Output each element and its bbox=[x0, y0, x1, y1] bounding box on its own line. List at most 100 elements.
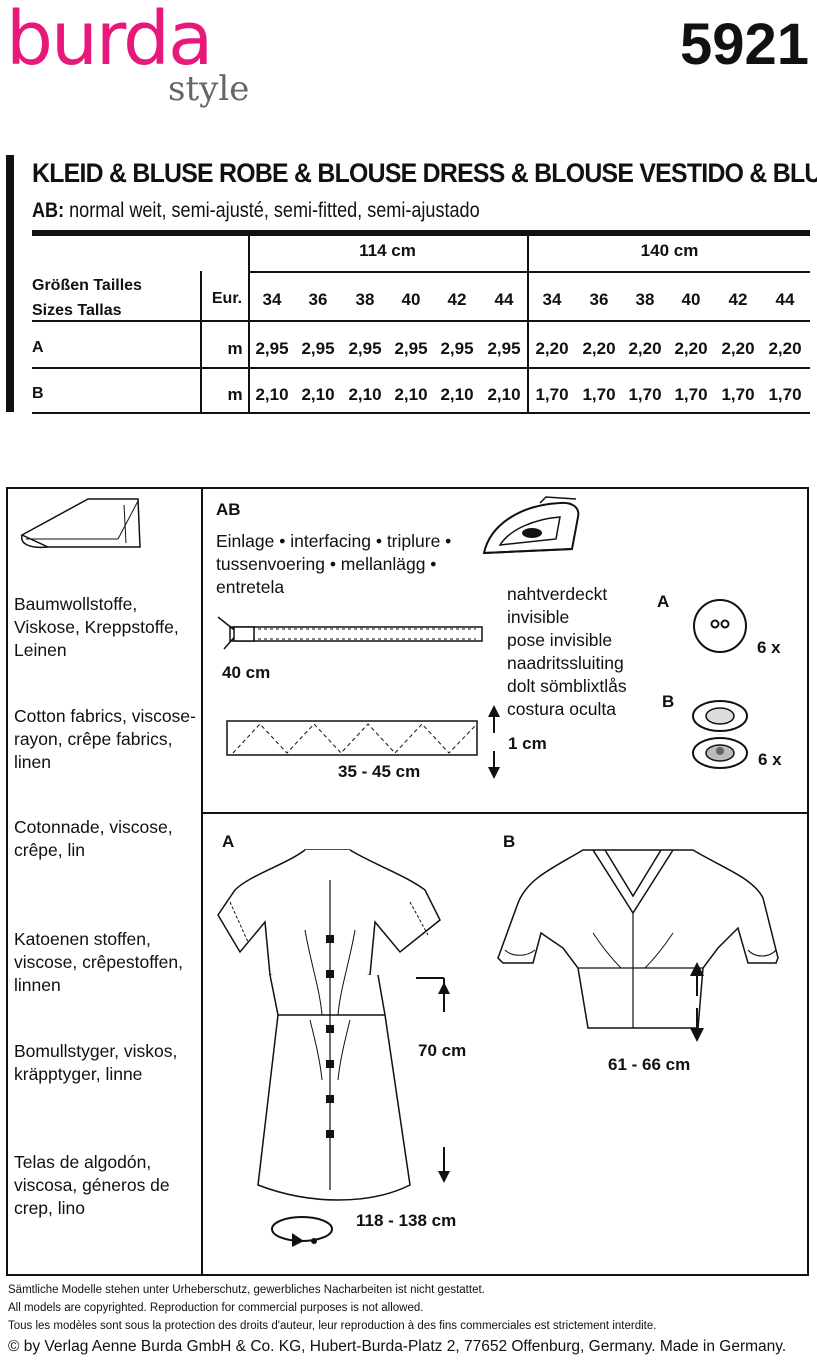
size-label-en-es: Sizes Tallas bbox=[32, 302, 122, 319]
view-a-hem-width: 118 - 138 cm bbox=[356, 1211, 457, 1230]
snap-fastener-icon bbox=[692, 700, 748, 769]
hem-width-icon bbox=[271, 1216, 333, 1247]
yardage-cell-a: 2,95 bbox=[487, 339, 521, 358]
yardage-cell-b: 1,70 bbox=[535, 385, 569, 404]
yardage-cell-a: 2,95 bbox=[440, 339, 474, 358]
blouse-sketch-view-b bbox=[497, 849, 779, 1029]
width-header-140: 140 cm bbox=[640, 241, 699, 260]
pattern-number: 5921 bbox=[680, 12, 810, 77]
copyright-de: Sämtliche Modelle stehen unter Urhebersc… bbox=[8, 1284, 485, 1296]
page-title: KLEID & BLUSE ROBE & BLOUSE DRESS & BLOU… bbox=[32, 158, 817, 188]
fabric-list-de: Baumwollstoffe, Viskose, Kreppstoffe, Le… bbox=[14, 594, 179, 660]
size-cell: 38 bbox=[355, 290, 375, 309]
length-bottom-arrow-icon bbox=[438, 1147, 450, 1183]
title-accent-bar bbox=[6, 155, 14, 412]
tape-length: 35 - 45 cm bbox=[338, 762, 421, 781]
unit-a: m bbox=[227, 339, 243, 358]
copyright-fr: Tous les modèles sont sous la protection… bbox=[8, 1320, 657, 1332]
interfacing-text: Einlage • interfacing • triplure • tusse… bbox=[216, 531, 452, 597]
yardage-cell-b: 1,70 bbox=[768, 385, 802, 404]
row-label-a: A bbox=[32, 339, 44, 356]
view-a-length: 70 cm bbox=[418, 1041, 467, 1060]
zipper-length: 40 cm bbox=[222, 663, 271, 682]
yardage-cell-b: 2,10 bbox=[440, 385, 474, 404]
tape-width: 1 cm bbox=[508, 734, 547, 753]
yardage-cell-b: 1,70 bbox=[582, 385, 616, 404]
yardage-cell-b: 2,10 bbox=[255, 385, 289, 404]
yardage-cell-a: 2,95 bbox=[301, 339, 335, 358]
size-cell: 44 bbox=[775, 290, 795, 309]
size-cell: 40 bbox=[401, 290, 421, 309]
size-cell: 44 bbox=[494, 290, 514, 309]
fabric-list-en: Cotton fabrics, viscose- rayon, crêpe fa… bbox=[14, 706, 196, 772]
brand-logo-sub: style bbox=[168, 69, 250, 109]
table-rule bbox=[32, 320, 810, 322]
yardage-cell-a: 2,20 bbox=[721, 339, 755, 358]
yardage-cell-a: 2,95 bbox=[394, 339, 428, 358]
size-cell: 42 bbox=[728, 290, 748, 309]
yardage-cell-a: 2,95 bbox=[255, 339, 289, 358]
table-rule bbox=[32, 412, 810, 414]
table-rule bbox=[32, 367, 810, 369]
fabric-list-nl: Katoenen stoffen, viscose, crêpestoffen,… bbox=[14, 929, 183, 995]
yardage-cell-a: 2,20 bbox=[628, 339, 662, 358]
size-cell: 34 bbox=[262, 290, 282, 309]
zipper-type: nahtverdeckt invisible pose invisible na… bbox=[507, 584, 627, 719]
size-cell: 36 bbox=[589, 290, 609, 309]
table-divider bbox=[200, 271, 202, 412]
unit-b: m bbox=[227, 385, 243, 404]
blouse-length-arrow-icon bbox=[690, 962, 704, 1042]
row-label-b: B bbox=[32, 385, 44, 402]
size-cell: 38 bbox=[635, 290, 655, 309]
yardage-cell-b: 1,70 bbox=[628, 385, 662, 404]
yardage-cell-b: 1,70 bbox=[721, 385, 755, 404]
stay-tape-icon bbox=[226, 720, 478, 756]
publisher-line: © by Verlag Aenne Burda GmbH & Co. KG, H… bbox=[8, 1338, 787, 1355]
tape-width-arrow-icon bbox=[488, 705, 500, 779]
panel-divider bbox=[202, 812, 808, 814]
yardage-cell-a: 2,20 bbox=[674, 339, 708, 358]
fit-label: AB: bbox=[32, 199, 65, 222]
eur-label: Eur. bbox=[211, 290, 243, 307]
table-top-rule bbox=[32, 230, 810, 236]
zipper-icon bbox=[217, 616, 483, 650]
fit-description: AB: normal weit, semi-ajusté, semi-fitte… bbox=[32, 199, 480, 223]
view-b-label: B bbox=[503, 832, 516, 851]
width-header-114: 114 cm bbox=[359, 241, 416, 260]
fit-text: normal weit, semi-ajusté, semi-fitted, s… bbox=[64, 199, 480, 222]
instructions-panel bbox=[6, 487, 809, 1276]
table-divider bbox=[527, 236, 529, 412]
buttons-quantity: 6 x bbox=[757, 638, 781, 657]
yardage-cell-b: 1,70 bbox=[674, 385, 708, 404]
yardage-cell-b: 2,10 bbox=[348, 385, 382, 404]
notion-view-a: A bbox=[657, 592, 670, 611]
size-cell: 34 bbox=[542, 290, 562, 309]
size-label-de-fr: Größen Tailles bbox=[32, 277, 142, 294]
table-divider bbox=[248, 236, 250, 412]
size-cell: 42 bbox=[447, 290, 467, 309]
notions-heading: AB bbox=[216, 500, 241, 519]
view-a-label: A bbox=[222, 832, 235, 851]
size-cell: 36 bbox=[308, 290, 328, 309]
brand-logo: burda bbox=[6, 0, 213, 82]
dress-sketch-view-a bbox=[217, 849, 441, 1201]
fabric-list-sv: Bomullstyger, viskos, kräpptyger, linne bbox=[14, 1041, 178, 1084]
iron-icon bbox=[482, 496, 580, 555]
notion-view-b: B bbox=[662, 692, 675, 711]
yardage-cell-a: 2,20 bbox=[582, 339, 616, 358]
yardage-cell-b: 2,10 bbox=[301, 385, 335, 404]
yardage-cell-b: 2,10 bbox=[394, 385, 428, 404]
snaps-quantity: 6 x bbox=[758, 750, 782, 769]
panel-divider bbox=[201, 488, 203, 1275]
yardage-cell-a: 2,95 bbox=[348, 339, 382, 358]
size-cell: 40 bbox=[681, 290, 701, 309]
fabric-list-es: Telas de algodón, viscosa, géneros de cr… bbox=[14, 1152, 170, 1218]
fabric-roll-icon bbox=[20, 498, 141, 549]
table-rule bbox=[248, 271, 810, 273]
yardage-cell-a: 2,20 bbox=[535, 339, 569, 358]
button-icon bbox=[693, 599, 747, 653]
view-b-length: 61 - 66 cm bbox=[608, 1055, 691, 1074]
copyright-en: All models are copyrighted. Reproduction… bbox=[8, 1302, 424, 1314]
yardage-cell-a: 2,20 bbox=[768, 339, 802, 358]
yardage-cell-b: 2,10 bbox=[487, 385, 521, 404]
